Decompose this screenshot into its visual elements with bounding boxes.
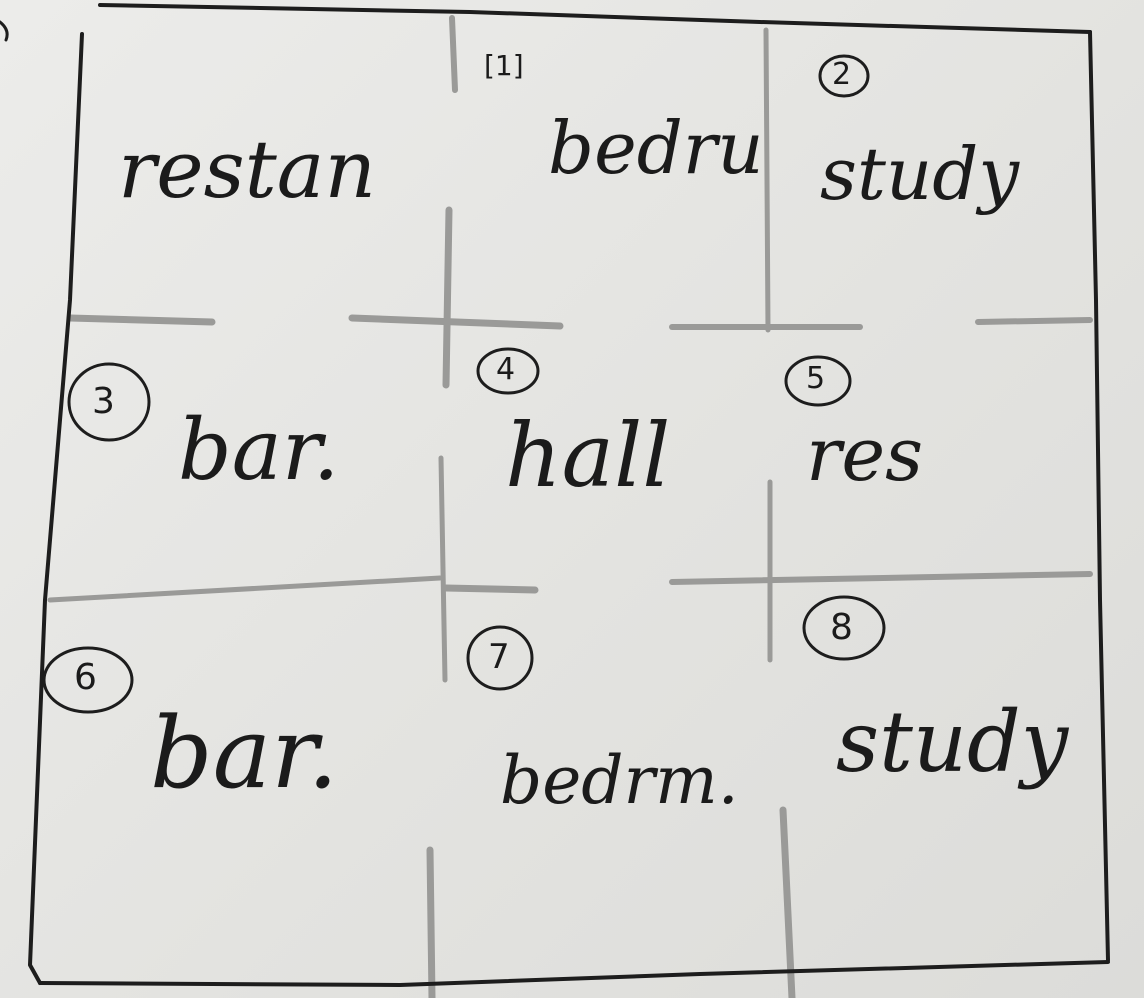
- room-1-label: restan: [118, 123, 377, 216]
- room-5-number: 5: [806, 361, 826, 396]
- room-3-label: bar.: [178, 401, 340, 499]
- room-7-number: 7: [488, 637, 510, 677]
- room-3-number: 3: [92, 381, 115, 422]
- outer-border: [0, 3, 1110, 987]
- room-2-number: 2: [832, 57, 852, 92]
- room-4-label: hall: [505, 404, 671, 507]
- room-1-number: [1]: [484, 49, 524, 82]
- number-circles: [42, 54, 886, 714]
- pencil-grid: [47, 15, 1093, 998]
- room-4-number: 4: [496, 352, 516, 387]
- room-8-label: study: [836, 693, 1069, 791]
- room-5-label: res: [806, 412, 924, 498]
- room-6-number: 6: [74, 657, 97, 698]
- room-1-bedroom-label: bedru: [548, 106, 764, 190]
- room-2-label: study: [820, 132, 1020, 216]
- room-6-label: bar.: [150, 697, 339, 811]
- room-7-label: bedrm.: [500, 742, 739, 819]
- room-8-number: 8: [830, 607, 853, 648]
